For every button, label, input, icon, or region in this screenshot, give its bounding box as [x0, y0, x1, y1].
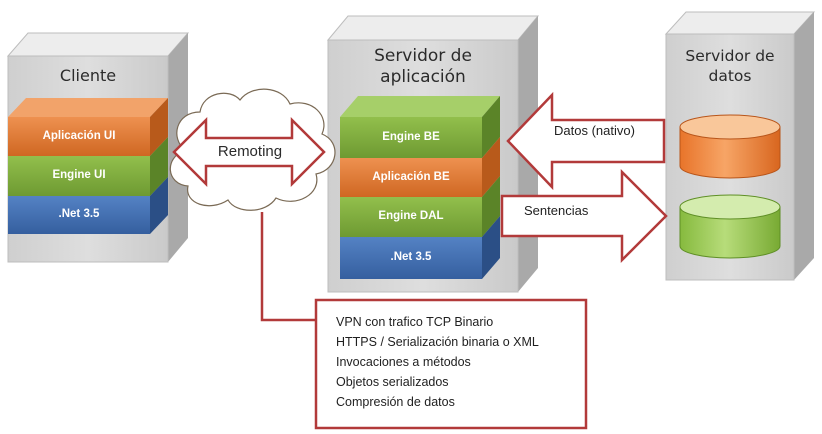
- statements-label: Sentencias: [524, 203, 589, 218]
- client-layer-app-ui: [8, 98, 168, 156]
- double-arrow-icon: [172, 116, 326, 188]
- client-layer-net-label: .Net 3.5: [58, 208, 100, 220]
- app-server-title-line1: Servidor de: [374, 46, 472, 66]
- note-item: Objetos serializados: [336, 375, 449, 389]
- note-item: Invocaciones a métodos: [336, 355, 471, 369]
- database-cylinder-green-icon: [679, 194, 781, 259]
- arrow-right-statements-icon: [500, 168, 668, 264]
- client-layer-net: [8, 177, 168, 234]
- data-native-label: Datos (nativo): [554, 123, 635, 138]
- notes-box: [314, 298, 588, 430]
- app-layer-aplicacion-be: [340, 137, 500, 197]
- note-item: HTTPS / Serialización binaria o XML: [336, 335, 539, 349]
- note-item: Compresión de datos: [336, 395, 455, 409]
- app-layer-engine-dal-label: Engine DAL: [378, 210, 444, 222]
- app-layer-engine-be: [340, 96, 500, 158]
- app-server-title: Servidor de aplicación: [328, 46, 518, 89]
- app-layer-net: [340, 216, 500, 279]
- app-server-title-line2: aplicación: [380, 67, 466, 88]
- app-layer-engine-dal: [340, 176, 500, 237]
- data-server-title: Servidor de datos: [666, 46, 794, 86]
- note-item: VPN con trafico TCP Binario: [336, 315, 494, 329]
- client-layer-engine-ui-label: Engine UI: [52, 169, 106, 181]
- data-server-title-line1: Servidor de: [685, 47, 775, 65]
- connector-line: [260, 212, 316, 322]
- arrow-left-data-native-icon: [506, 91, 666, 191]
- app-layer-engine-be-label: Engine BE: [382, 131, 440, 143]
- client-title: Cliente: [59, 66, 117, 85]
- app-layer-net-label: .Net 3.5: [390, 251, 432, 263]
- remoting-label: Remoting: [217, 143, 283, 160]
- client-layer-engine-ui: [8, 137, 168, 196]
- client-layer-app-ui-label: Aplicación UI: [42, 130, 116, 142]
- app-layer-aplicacion-be-label: Aplicación BE: [372, 171, 450, 183]
- notes-list: VPN con trafico TCP Binario HTTPS / Seri…: [336, 312, 539, 412]
- database-cylinder-orange-icon: [679, 114, 781, 179]
- data-server-title-line2: datos: [708, 67, 752, 86]
